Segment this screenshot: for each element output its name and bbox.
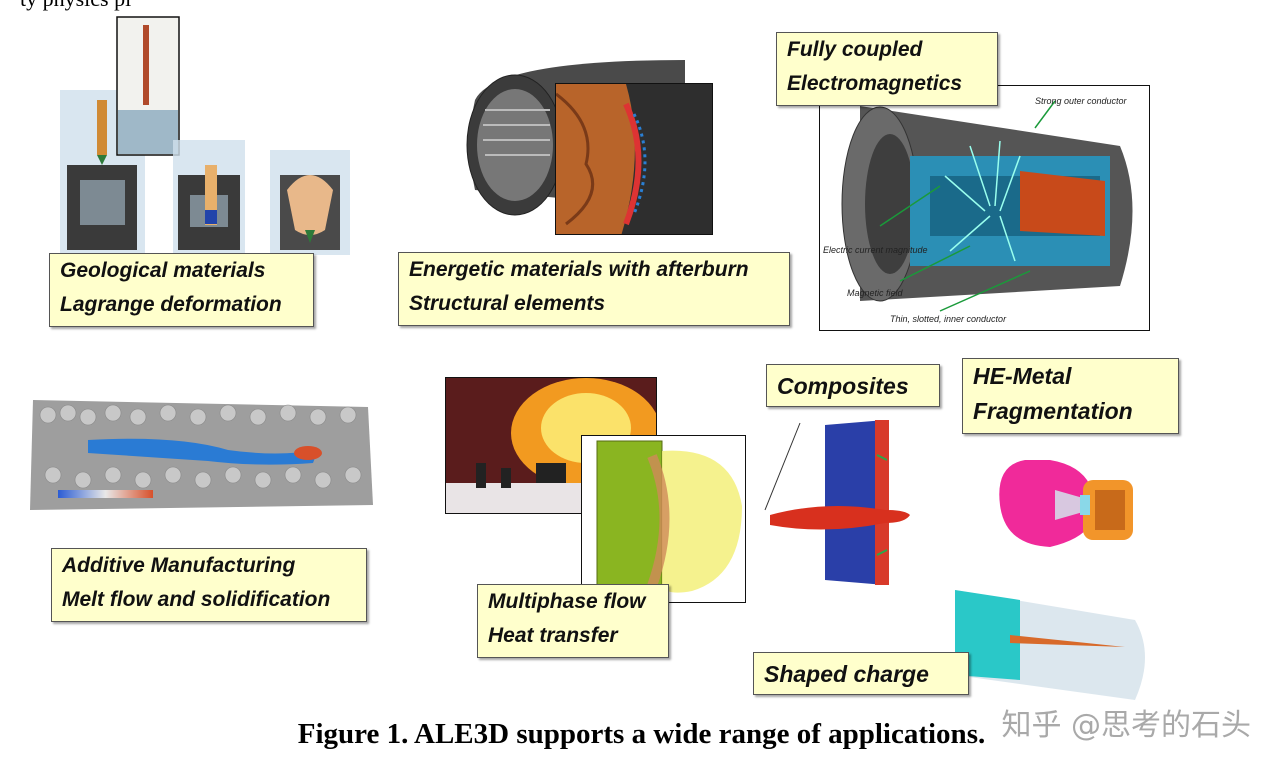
shaped-charge-label: Shaped charge — [753, 652, 969, 695]
geological-line2: Lagrange deformation — [60, 293, 282, 316]
energetic-inset — [555, 83, 713, 235]
energetic-line1: Energetic materials with afterburn — [409, 258, 749, 281]
geological-line1: Geological materials — [60, 259, 266, 282]
he-metal-illustration — [999, 460, 1133, 547]
annot-magnetic-field: Magnetic field — [847, 288, 904, 298]
additive-illustration — [30, 400, 373, 510]
he-metal-line2: Fragmentation — [973, 398, 1133, 424]
additive-line2: Melt flow and solidification — [62, 588, 331, 611]
geological-label: Geological materials Lagrange deformatio… — [49, 253, 314, 327]
electromagnetics-line1: Fully coupled — [787, 38, 923, 61]
multiphase-sim — [581, 435, 746, 603]
he-metal-line1: HE-Metal — [973, 363, 1072, 389]
shaped-charge-line1: Shaped charge — [764, 661, 929, 687]
composites-label: Composites — [766, 364, 940, 407]
multiphase-line2: Heat transfer — [488, 624, 618, 647]
figure-caption: Figure 1. ALE3D supports a wide range of… — [297, 718, 986, 750]
energetic-line2: Structural elements — [409, 292, 606, 315]
electromagnetics-line2: Electromagnetics — [787, 72, 963, 95]
annot-current-text: Electric current magnitude — [823, 245, 928, 255]
additive-label: Additive Manufacturing Melt flow and sol… — [51, 548, 367, 622]
annot-current: Electric current magnitude — [823, 245, 928, 255]
watermark: 知乎 @思考的石头 — [1001, 708, 1251, 743]
composites-line1: Composites — [777, 373, 909, 399]
geological-illustration — [60, 16, 350, 255]
he-metal-label: HE-Metal Fragmentation — [962, 358, 1179, 434]
energetic-label: Energetic materials with afterburn Struc… — [398, 252, 790, 326]
additive-line1: Additive Manufacturing — [62, 554, 296, 577]
electromagnetics-label: Fully coupled Electromagnetics — [776, 32, 998, 106]
shaped-charge-illustration — [955, 590, 1145, 700]
annot-inner-conductor: Thin, slotted, inner conductor — [890, 314, 1007, 324]
annot-outer-conductor: Strong outer conductor — [1035, 96, 1128, 106]
electromagnetics-frame: Strong outer conductor Electric current … — [819, 85, 1150, 331]
composites-illustration — [764, 420, 910, 585]
multiphase-line1: Multiphase flow — [488, 590, 646, 613]
top-fragment-text: ty physics pl — [20, 0, 131, 12]
multiphase-label: Multiphase flow Heat transfer — [477, 584, 669, 658]
